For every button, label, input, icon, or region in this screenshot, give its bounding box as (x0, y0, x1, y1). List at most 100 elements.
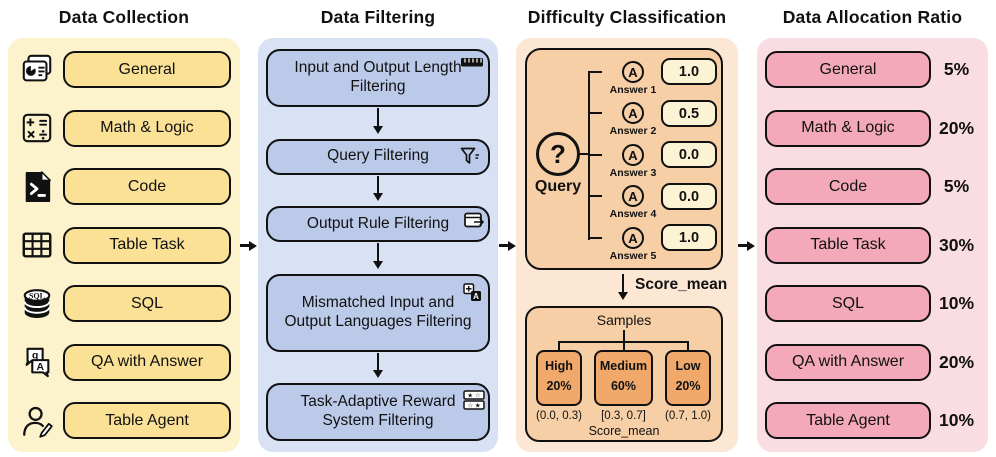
difficulty-classification-column: Difficulty Classification ? Query A Answ… (516, 0, 738, 457)
allocation-box-code: Code (765, 168, 931, 205)
allocation-box-sql: SQL (765, 285, 931, 322)
answer-label: Answer 4 (609, 208, 657, 220)
bracket-stub (588, 112, 602, 115)
bin-high: High 20% (536, 350, 582, 406)
data-filtering-title: Data Filtering (320, 7, 436, 27)
allocation-box-table-agent: Table Agent (765, 402, 931, 439)
allocation-percent: 20% (938, 351, 975, 372)
right-arrow (738, 240, 760, 251)
bin-medium: Medium 60% (594, 350, 653, 406)
collection-box-table-agent: Table Agent (63, 402, 231, 439)
collection-item: Code (17, 168, 231, 205)
data-collection-title: Data Collection (58, 7, 190, 27)
filter-step-reward: Task-Adaptive Reward System Filtering ★ … (266, 383, 490, 441)
collection-item: Table Task (17, 226, 231, 264)
collection-box-sql: SQL (63, 285, 231, 322)
allocation-percent: 5% (943, 59, 970, 79)
filter-step-label: Task-Adaptive Reward System Filtering (300, 393, 456, 429)
filter-step-label: Output Rule Filtering (306, 214, 450, 232)
allocation-percent: 5% (943, 176, 970, 196)
data-filtering-column: Data Filtering Input and Output Length F… (258, 0, 498, 457)
right-arrow (499, 240, 521, 251)
slides-icon (17, 53, 57, 87)
query-label: Query (534, 178, 582, 195)
answer-mark-icon: A (622, 61, 644, 83)
answer-mark-icon: A (622, 227, 644, 249)
table-icon (17, 228, 57, 262)
code-file-icon (17, 170, 57, 204)
collection-box-math-logic: Math & Logic (63, 109, 231, 147)
score-chip: 0.5 (661, 100, 717, 127)
query-connector-line (577, 153, 590, 156)
answer-row: A Answer 3 (607, 144, 659, 179)
samples-box: Samples High 20% Medium 60% Low (525, 306, 723, 442)
svg-text:q: q (32, 351, 38, 362)
answer-mark-icon: A (622, 144, 644, 166)
samples-title: Samples (596, 312, 652, 328)
translate-icon: A (463, 282, 482, 308)
output-rule-icon (464, 212, 486, 237)
bin-range: (0.7, 1.0) (664, 410, 712, 422)
filter-step-query: Query Filtering (266, 138, 490, 175)
tree-line (622, 330, 625, 341)
bracket-stub (588, 195, 602, 198)
allocation-row: Table Agent 10% (765, 402, 982, 439)
collection-box-table-task: Table Task (63, 226, 231, 264)
bracket-stub (588, 71, 602, 74)
samples-axis-label: Score_mean (588, 424, 660, 438)
allocation-percent: 30% (938, 234, 975, 255)
answer-row: A Answer 2 (607, 102, 659, 137)
query-answers-box: ? Query A Answer 1 A Answer 2 (525, 48, 723, 270)
down-arrow (373, 352, 383, 384)
svg-text:A: A (37, 362, 45, 373)
qa-bubbles-icon: q A (17, 345, 57, 379)
collection-box-qa-with-answer: QA with Answer (63, 343, 231, 381)
allocation-row: Math & Logic 20% (765, 109, 982, 147)
score-chip: 0.0 (661, 141, 717, 168)
collection-item: q A QA with Answer (17, 343, 231, 381)
data-filtering-panel: Input and Output Length Filtering Query … (258, 38, 498, 452)
allocation-box-math-logic: Math & Logic (765, 109, 931, 147)
difficulty-classification-panel: ? Query A Answer 1 A Answer 2 (516, 38, 738, 452)
answer-label: Answer 2 (609, 125, 657, 137)
allocation-row: Code 5% (765, 168, 982, 205)
allocation-percent: 20% (938, 117, 975, 138)
collection-item: Table Agent (17, 402, 231, 439)
filter-step-label: Mismatched Input and Output Languages Fi… (284, 293, 472, 330)
svg-text:★ ☆: ★ ☆ (467, 392, 481, 400)
score-chip: 0.0 (661, 183, 717, 210)
data-allocation-panel: General 5% Math & Logic 20% Code 5% Tabl… (757, 38, 988, 452)
down-arrow (373, 107, 383, 139)
tree-line (686, 341, 689, 350)
svg-text:☆ ★: ☆ ★ (467, 402, 481, 410)
filter-step-language: Mismatched Input and Output Languages Fi… (266, 273, 490, 352)
sql-database-icon: SQL (17, 287, 57, 321)
allocation-box-table-task: Table Task (765, 226, 931, 264)
data-allocation-title: Data Allocation Ratio (782, 7, 963, 27)
down-arrow (373, 175, 383, 207)
svg-text:SQL: SQL (29, 291, 46, 300)
bin-low: Low 20% (665, 350, 711, 406)
score-chip: 1.0 (661, 224, 717, 251)
difficulty-classification-title: Difficulty Classification (527, 7, 727, 27)
agent-pencil-icon (17, 404, 57, 438)
score-mean-label: Score_mean (635, 276, 728, 293)
filter-step-label: Input and Output Length Filtering (294, 59, 462, 95)
answer-mark-icon: A (622, 185, 644, 207)
collection-item: Math & Logic (17, 109, 231, 147)
data-allocation-column: Data Allocation Ratio General 5% Math & … (757, 0, 988, 457)
funnel-icon (460, 147, 480, 172)
math-icon (17, 111, 57, 145)
allocation-row: General 5% (765, 51, 982, 88)
bin-range: [0.3, 0.7] (601, 410, 646, 422)
allocation-percent: 10% (938, 410, 975, 430)
down-arrow (373, 242, 383, 274)
allocation-percent: 10% (938, 293, 975, 313)
collection-item: General (17, 51, 231, 88)
allocation-row: Table Task 30% (765, 226, 982, 264)
collection-box-code: Code (63, 168, 231, 205)
down-arrow (622, 274, 625, 293)
svg-text:A: A (473, 291, 479, 300)
allocation-row: SQL 10% (765, 285, 982, 322)
